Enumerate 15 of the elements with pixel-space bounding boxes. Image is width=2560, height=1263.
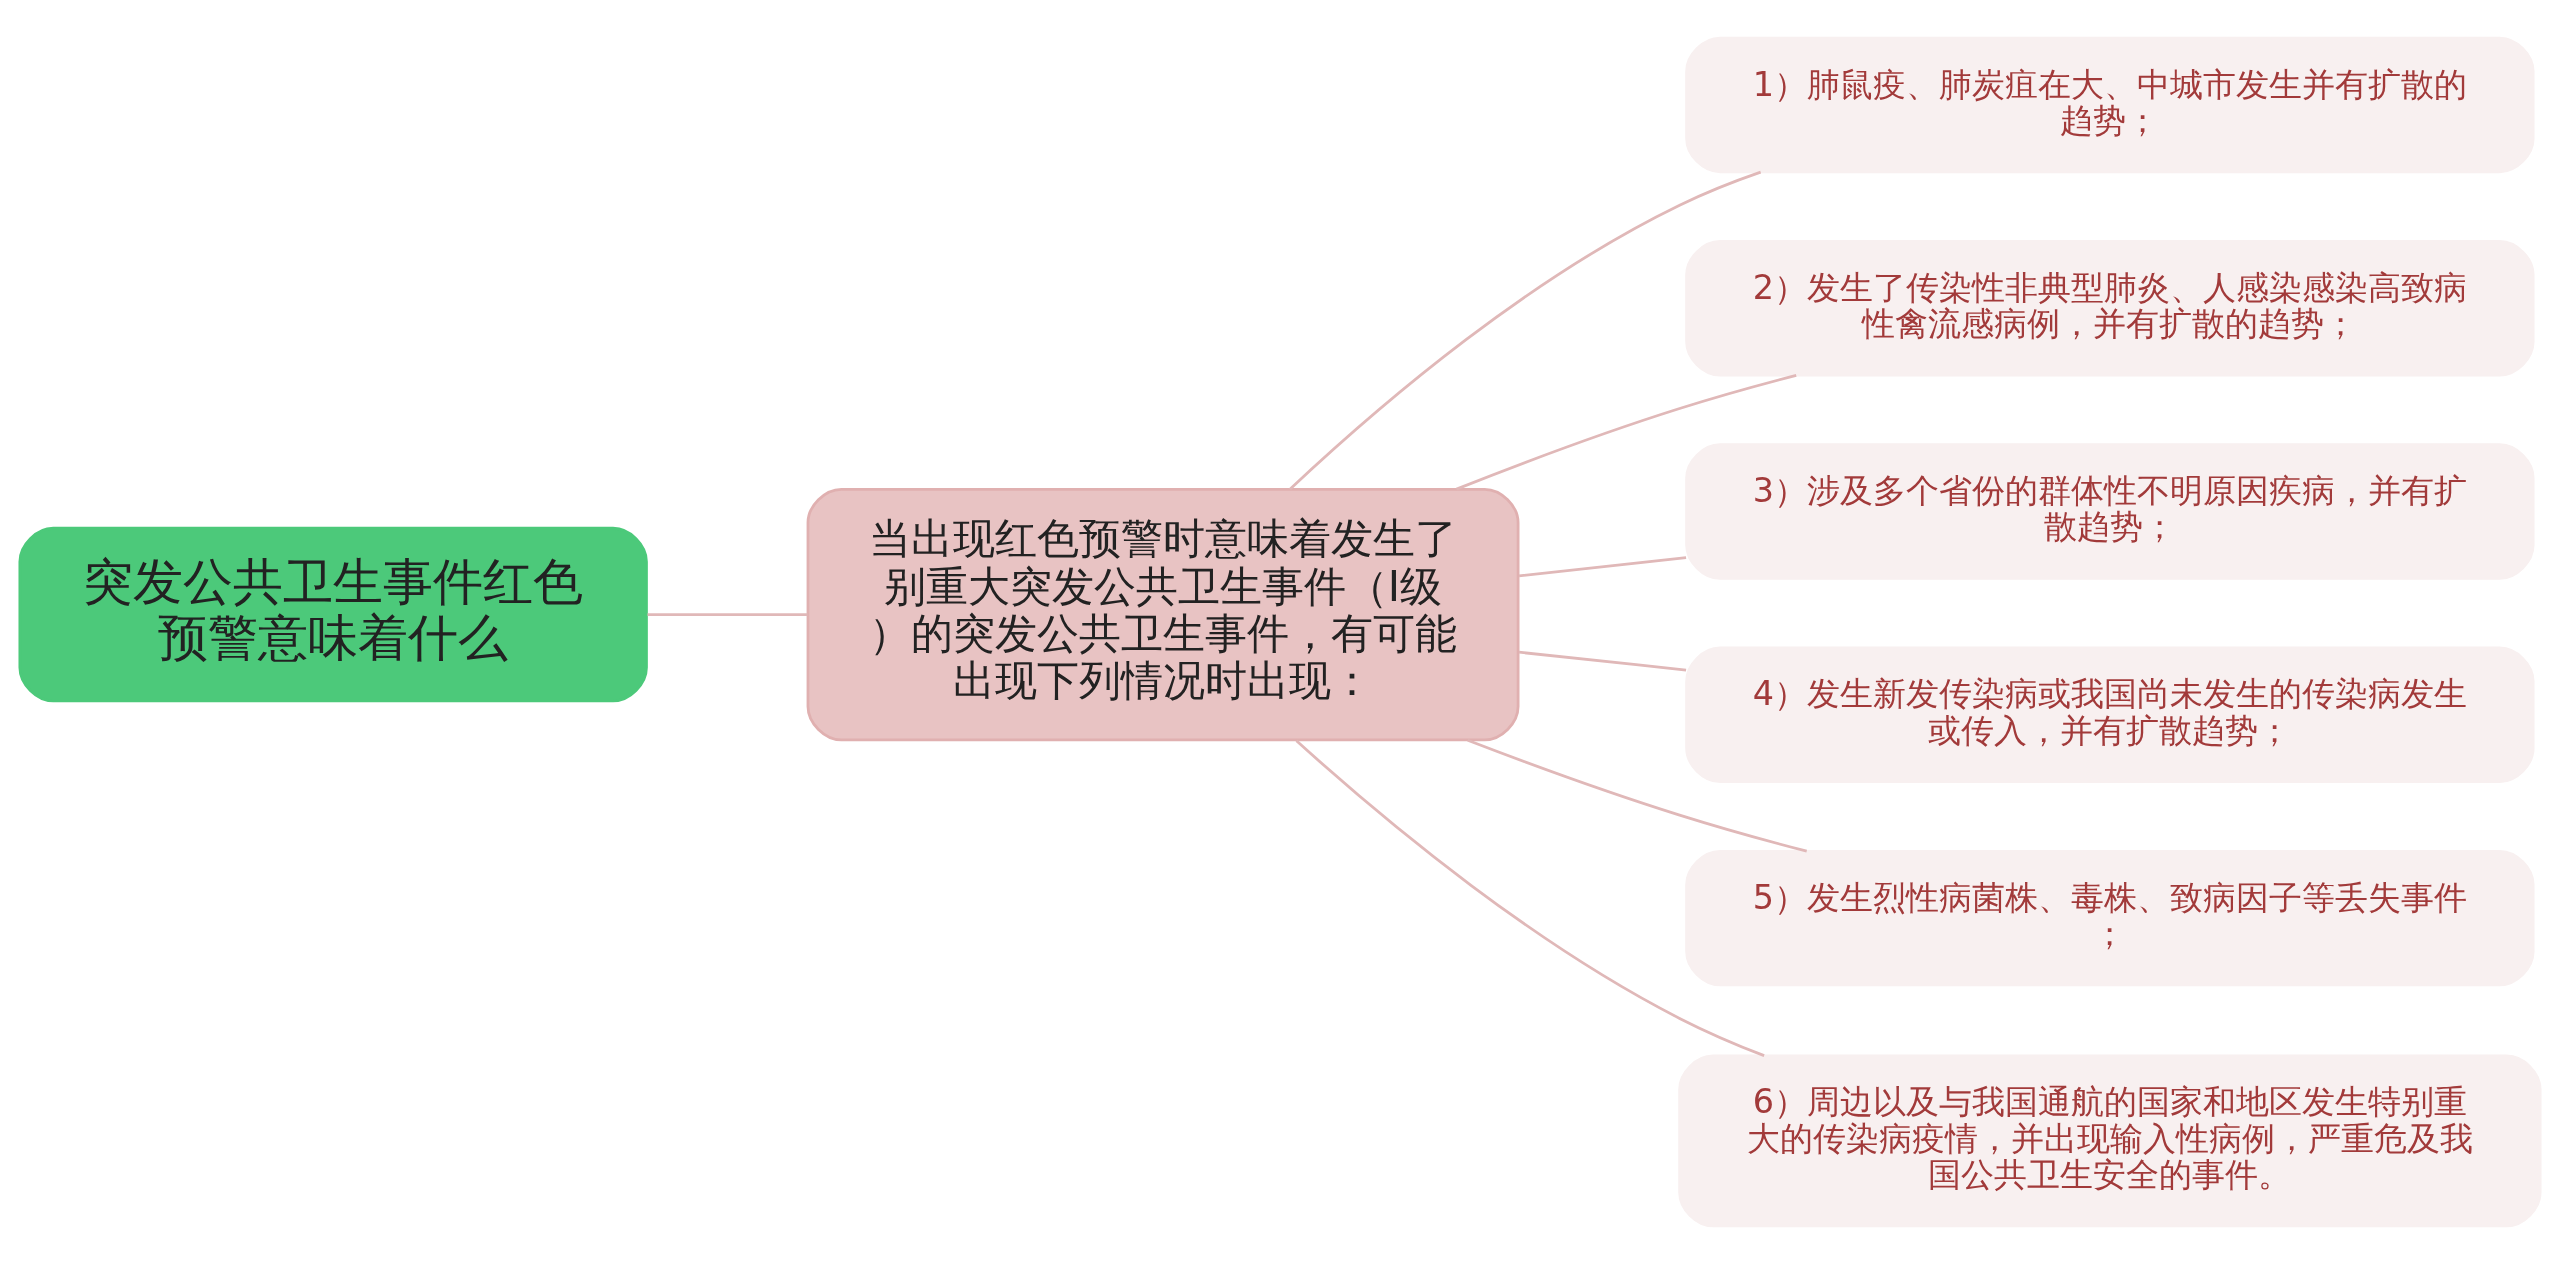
node-box: 5）发生烈性病菌株、毒株、致病因子等丢失事件； bbox=[1685, 849, 2535, 986]
node-box: 4）发生新发传染病或我国尚未发生的传染病发生或传入，并有扩散趋势； bbox=[1685, 646, 2535, 783]
node-box: 突发公共卫生事件红色预警意味着什么 bbox=[18, 526, 648, 702]
node-box: 2）发生了传染性非典型肺炎、人感染感染高致病性禽流感病例，并有扩散的趋势； bbox=[1685, 239, 2535, 376]
connector bbox=[1289, 170, 1762, 490]
connector bbox=[647, 612, 808, 616]
node-box: 6）周边以及与我国通航的国家和地区发生特别重大的传染病疫情，并出现输入性病例，严重危及我国公共卫生安全的事件。 bbox=[1678, 1054, 2542, 1227]
connector bbox=[1456, 373, 1797, 490]
connector bbox=[1295, 739, 1765, 1057]
connector bbox=[1518, 555, 1687, 577]
node-box: 1）肺鼠疫、肺炭疽在大、中城市发生并有扩散的趋势； bbox=[1685, 36, 2535, 173]
node-box: 当出现红色预警时意味着发生了别重大突发公共卫生事件（Ⅰ级）的突发公共卫生事件，有可能出现下列情况时出现： bbox=[806, 487, 1520, 741]
node-box: 3）涉及多个省份的群体性不明原因疾病，并有扩散趋势； bbox=[1685, 442, 2535, 580]
connector bbox=[1467, 738, 1808, 853]
connector bbox=[1518, 650, 1687, 671]
